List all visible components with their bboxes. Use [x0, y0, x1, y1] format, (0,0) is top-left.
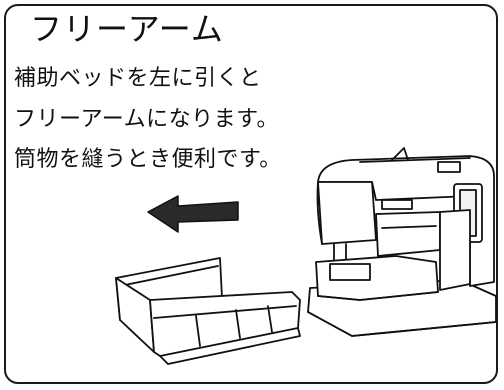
left-arrow-icon [147, 195, 239, 233]
info-panel [4, 4, 498, 384]
description-line-2: フリーアームになります。 [14, 107, 279, 132]
extension-table-illustration [115, 257, 301, 365]
panel-title: フリーアーム [30, 10, 224, 48]
sewing-machine-illustration [307, 147, 497, 337]
description-line-3: 筒物を縫うとき便利です。 [14, 147, 282, 172]
description-line-1: 補助ベッドを左に引くと [14, 66, 262, 91]
